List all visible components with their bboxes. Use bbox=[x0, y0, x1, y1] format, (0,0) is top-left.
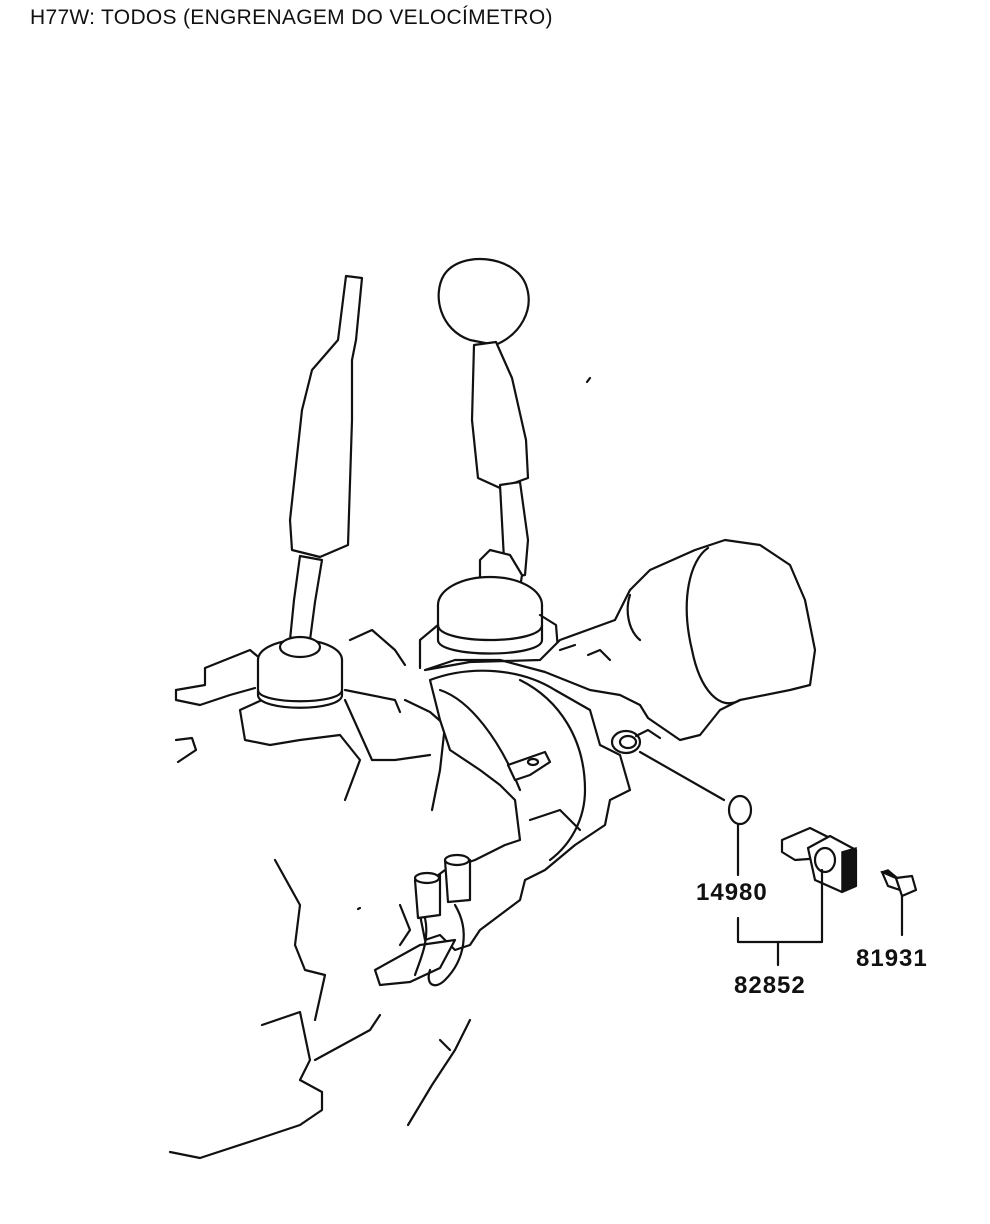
left-shift-lever bbox=[256, 274, 364, 709]
part-81931-bolt bbox=[879, 869, 918, 937]
extension-housing bbox=[418, 669, 632, 952]
wiring-switches bbox=[373, 853, 472, 987]
mark bbox=[356, 906, 362, 911]
part-bracket bbox=[736, 916, 824, 967]
page-title: H77W: TODOS (ENGRENAGEM DO VELOCÍMETRO) bbox=[30, 6, 553, 29]
part-82852-speed-sensor bbox=[780, 826, 858, 942]
part-number-81931: 81931 bbox=[856, 945, 928, 972]
part-number-82852: 82852 bbox=[734, 972, 806, 999]
part-number-14980: 14980 bbox=[696, 879, 768, 906]
transmission-housing bbox=[168, 628, 472, 1160]
speedometer-port bbox=[610, 728, 726, 802]
right-shift-lever bbox=[418, 257, 560, 670]
mark bbox=[585, 376, 592, 384]
part-14980-o-ring bbox=[727, 794, 753, 877]
main-case bbox=[423, 538, 817, 742]
